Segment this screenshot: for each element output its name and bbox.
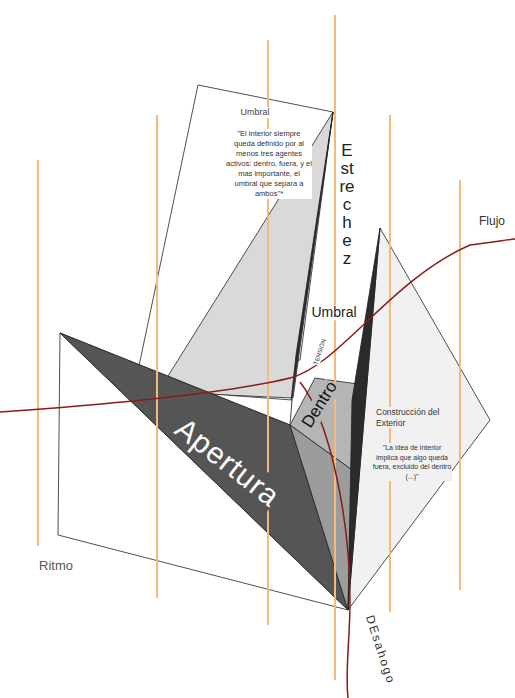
flow-curve bbox=[0, 239, 515, 412]
panel-quote: "El interior siempre queda definido por … bbox=[226, 129, 312, 199]
rhythm-lines bbox=[38, 15, 460, 680]
rhythm-line bbox=[156, 115, 158, 598]
panel-polygon bbox=[348, 228, 490, 610]
rhythm-line bbox=[459, 180, 461, 590]
dark-strip bbox=[289, 112, 333, 420]
relief-curve bbox=[300, 382, 350, 698]
relief-label: DEsahogo bbox=[363, 614, 398, 687]
vertical-word: Estrechez bbox=[339, 142, 356, 268]
face-heading: Construcción del Exterior bbox=[376, 407, 452, 428]
rhythm-line bbox=[389, 115, 391, 612]
rhythm-line bbox=[334, 15, 336, 680]
rhythm-label: Ritmo bbox=[39, 559, 73, 573]
dentro-face bbox=[290, 425, 352, 610]
panel-heading: Umbral bbox=[235, 107, 275, 118]
tension-label: TENSIÓN bbox=[313, 338, 328, 365]
panel-face bbox=[158, 112, 333, 398]
exterior-face: Construcción del Exterior "La idea de int… bbox=[345, 225, 495, 615]
pyramid-dark-face bbox=[348, 228, 380, 610]
rhythm-line bbox=[267, 40, 269, 625]
rhythm-line bbox=[37, 160, 39, 546]
face-quote: "La idea de interior implica que algo qu… bbox=[372, 443, 452, 481]
threshold-label: Umbral bbox=[311, 305, 356, 320]
flow-label: Flujo bbox=[479, 215, 505, 228]
